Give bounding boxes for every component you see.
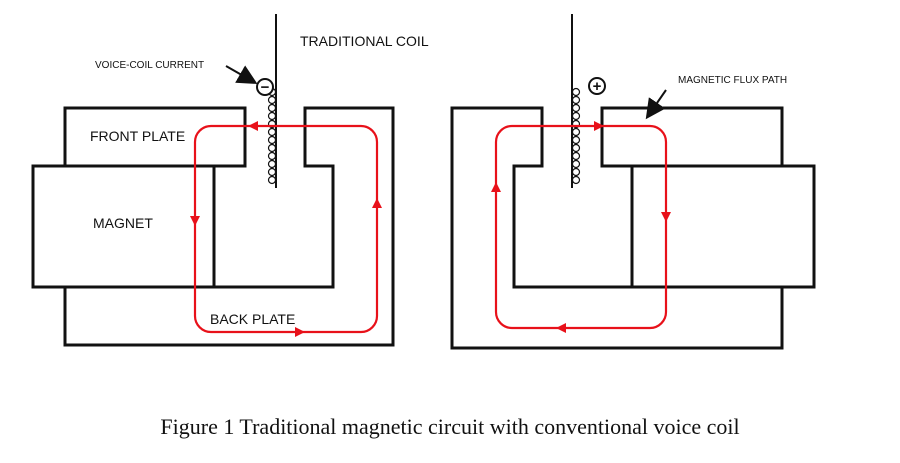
right-flux-arrow-right (661, 212, 671, 222)
magnetic-circuit-diagram: − TRADITIONAL COIL VOICE-COIL CURRENT FR… (31, 14, 816, 350)
right-magnet (630, 164, 816, 289)
right-flux-arrows (491, 121, 671, 333)
left-current-symbol: − (261, 79, 270, 96)
right-flux-loop (494, 124, 668, 330)
right-back-plate (450, 106, 784, 350)
left-flux-arrow-left (190, 216, 200, 226)
right-flux-arrow-top (594, 121, 604, 131)
magnetic-flux-path-label: MAGNETIC FLUX PATH (678, 75, 787, 86)
left-magnetic-circuit: − TRADITIONAL COIL VOICE-COIL CURRENT FR… (31, 14, 429, 347)
voice-coil-current-label: VOICE-COIL CURRENT (95, 60, 204, 71)
left-flux-arrow-bottom (295, 327, 305, 337)
left-flux-loop (193, 124, 379, 334)
right-current-symbol: + (593, 78, 602, 95)
left-magnet (31, 164, 216, 289)
left-front-plate (63, 106, 247, 168)
right-coil-windings (571, 87, 581, 185)
current-pointer-arrow (225, 65, 258, 84)
left-coil-windings (267, 87, 277, 185)
right-front-plate (600, 106, 784, 168)
front-plate-label: FRONT PLATE (90, 128, 185, 144)
left-flux-arrows (190, 121, 382, 337)
magnet-label: MAGNET (93, 215, 153, 231)
left-current-minus-icon: − (256, 78, 274, 96)
traditional-coil-label: TRADITIONAL COIL (300, 33, 429, 49)
left-flux-arrow-top (248, 121, 258, 131)
right-current-plus-icon: + (588, 77, 606, 95)
left-back-plate (63, 106, 395, 347)
right-flux-arrow-bottom (556, 323, 566, 333)
left-flux-arrow-right (372, 198, 382, 208)
right-flux-arrow-left (491, 182, 501, 192)
flux-path-pointer-arrow (645, 89, 667, 120)
back-plate-label: BACK PLATE (210, 311, 295, 327)
figure-caption: Figure 1 Traditional magnetic circuit wi… (160, 414, 740, 439)
right-magnetic-circuit: + MAGNETIC FLUX PATH (450, 14, 816, 350)
